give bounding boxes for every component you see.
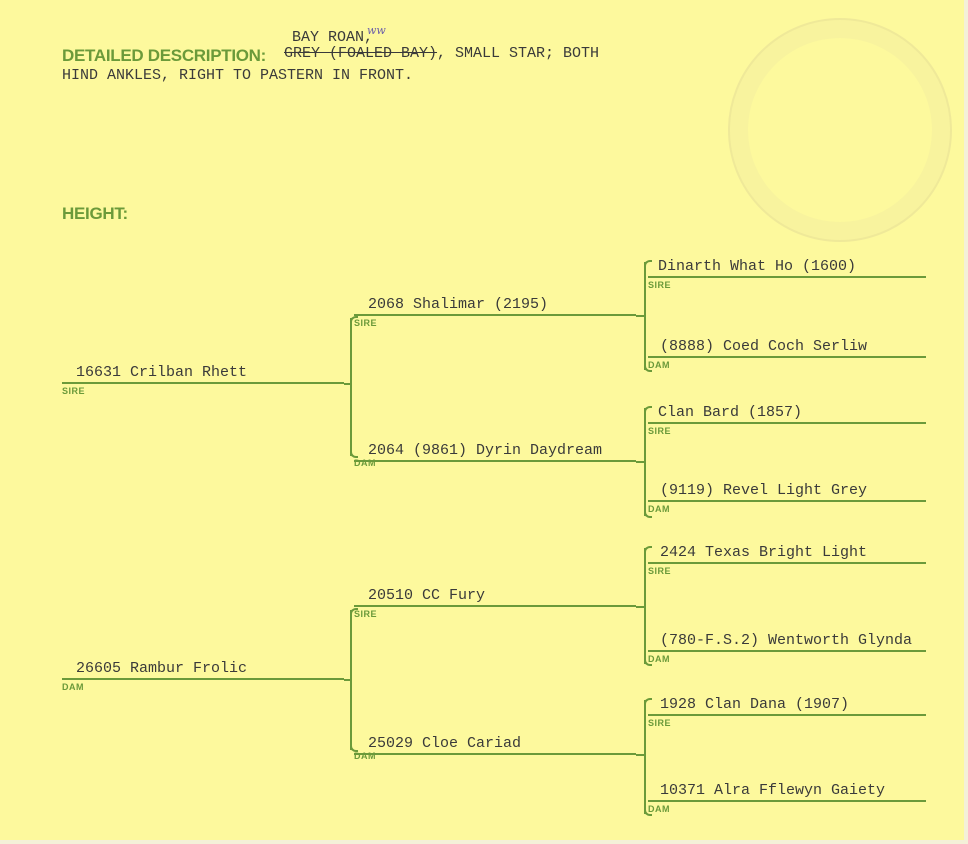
description-remainder: , SMALL STAR; BOTH — [437, 45, 600, 62]
description-line-2: HIND ANKLES, RIGHT TO PASTERN IN FRONT. — [62, 67, 414, 84]
description-line-1: GREY (FOALED BAY), SMALL STAR; BOTH — [284, 45, 599, 62]
ss-sire-role: SIRE — [648, 280, 672, 290]
ds-dam-role: DAM — [648, 654, 670, 664]
ss-dam-line — [648, 356, 926, 358]
dam-sire-name: 20510 CC Fury — [368, 587, 486, 604]
brace-tick — [636, 754, 644, 756]
sd-dam-role: DAM — [648, 504, 670, 514]
pedigree-sd-dam: (9119) Revel Light Grey DAM — [648, 482, 926, 514]
pedigree-dd-sire: 1928 Clan Dana (1907) SIRE — [648, 696, 926, 728]
dd-dam-role: DAM — [648, 804, 670, 814]
pedigree-dd-dam: 10371 Alra Fflewyn Gaiety DAM — [648, 782, 926, 814]
dam-line — [62, 678, 344, 680]
brace-gen3-3 — [644, 546, 652, 666]
brace-tick — [636, 461, 644, 463]
dam-name: 26605 Rambur Frolic — [76, 660, 248, 677]
pedigree-sire-dam: 2064 (9861) Dyrin Daydream DAM — [354, 442, 636, 468]
sd-sire-line — [648, 422, 926, 424]
brace-gen3-4 — [644, 698, 652, 816]
sire-role: SIRE — [62, 386, 86, 396]
struck-color-text: GREY (FOALED BAY) — [284, 45, 438, 62]
dam-dam-role: DAM — [354, 751, 376, 761]
dam-sire-line — [354, 605, 636, 607]
ds-sire-name: 2424 Texas Bright Light — [660, 544, 868, 561]
pedigree-dam-sire: 20510 CC Fury SIRE — [354, 587, 636, 619]
pedigree-sd-sire: Clan Bard (1857) SIRE — [648, 404, 926, 436]
pedigree-dam-dam: 25029 Cloe Cariad DAM — [354, 735, 636, 761]
brace-tick — [344, 679, 352, 681]
height-label: HEIGHT: — [62, 204, 128, 223]
dd-dam-name: 10371 Alra Fflewyn Gaiety — [660, 782, 886, 799]
pedigree-ds-dam: (780-F.S.2) Wentworth Glynda DAM — [648, 632, 926, 664]
correction-initials: ww — [367, 24, 386, 37]
sd-dam-name: (9119) Revel Light Grey — [660, 482, 868, 499]
description-correction: BAY ROAN, — [292, 29, 374, 46]
dd-sire-name: 1928 Clan Dana (1907) — [660, 696, 850, 713]
dam-role: DAM — [62, 682, 84, 692]
dd-sire-line — [648, 714, 926, 716]
sire-dam-line — [354, 460, 636, 462]
pedigree-ss-sire: Dinarth What Ho (1600) SIRE — [648, 258, 926, 290]
dd-dam-line — [648, 800, 926, 802]
embossed-seal — [728, 18, 952, 242]
brace-sire-parents — [350, 316, 358, 458]
ds-dam-line — [648, 650, 926, 652]
ss-dam-role: DAM — [648, 360, 670, 370]
sd-dam-line — [648, 500, 926, 502]
brace-tick — [636, 315, 644, 317]
sire-sire-name: 2068 Shalimar (2195) — [368, 296, 549, 313]
sire-name: 16631 Crilban Rhett — [76, 364, 248, 381]
pedigree-sire-sire: 2068 Shalimar (2195) SIRE — [354, 296, 636, 328]
dam-dam-name: 25029 Cloe Cariad — [368, 735, 522, 752]
pedigree-sire: 16631 Crilban Rhett SIRE — [62, 364, 344, 396]
sire-sire-role: SIRE — [354, 318, 378, 328]
ss-dam-name: (8888) Coed Coch Serliw — [660, 338, 868, 355]
ss-sire-name: Dinarth What Ho (1600) — [658, 258, 857, 275]
sd-sire-role: SIRE — [648, 426, 672, 436]
brace-tick — [344, 383, 352, 385]
brace-tick — [636, 606, 644, 608]
ds-sire-line — [648, 562, 926, 564]
ds-dam-name: (780-F.S.2) Wentworth Glynda — [660, 632, 913, 649]
sire-line — [62, 382, 344, 384]
pedigree-dam: 26605 Rambur Frolic DAM — [62, 660, 344, 692]
pedigree-ss-dam: (8888) Coed Coch Serliw DAM — [648, 338, 926, 370]
pedigree-ds-sire: 2424 Texas Bright Light SIRE — [648, 544, 926, 576]
dd-sire-role: SIRE — [648, 718, 672, 728]
sd-sire-name: Clan Bard (1857) — [658, 404, 803, 421]
ss-sire-line — [648, 276, 926, 278]
brace-gen3-2 — [644, 406, 652, 518]
sire-dam-role: DAM — [354, 458, 376, 468]
ds-sire-role: SIRE — [648, 566, 672, 576]
brace-gen3-1 — [644, 260, 652, 372]
dam-dam-line — [354, 753, 636, 755]
sire-dam-name: 2064 (9861) Dyrin Daydream — [368, 442, 603, 459]
dam-sire-role: SIRE — [354, 609, 378, 619]
detailed-description-label: DETAILED DESCRIPTION: — [62, 46, 267, 65]
sire-sire-line — [354, 314, 636, 316]
